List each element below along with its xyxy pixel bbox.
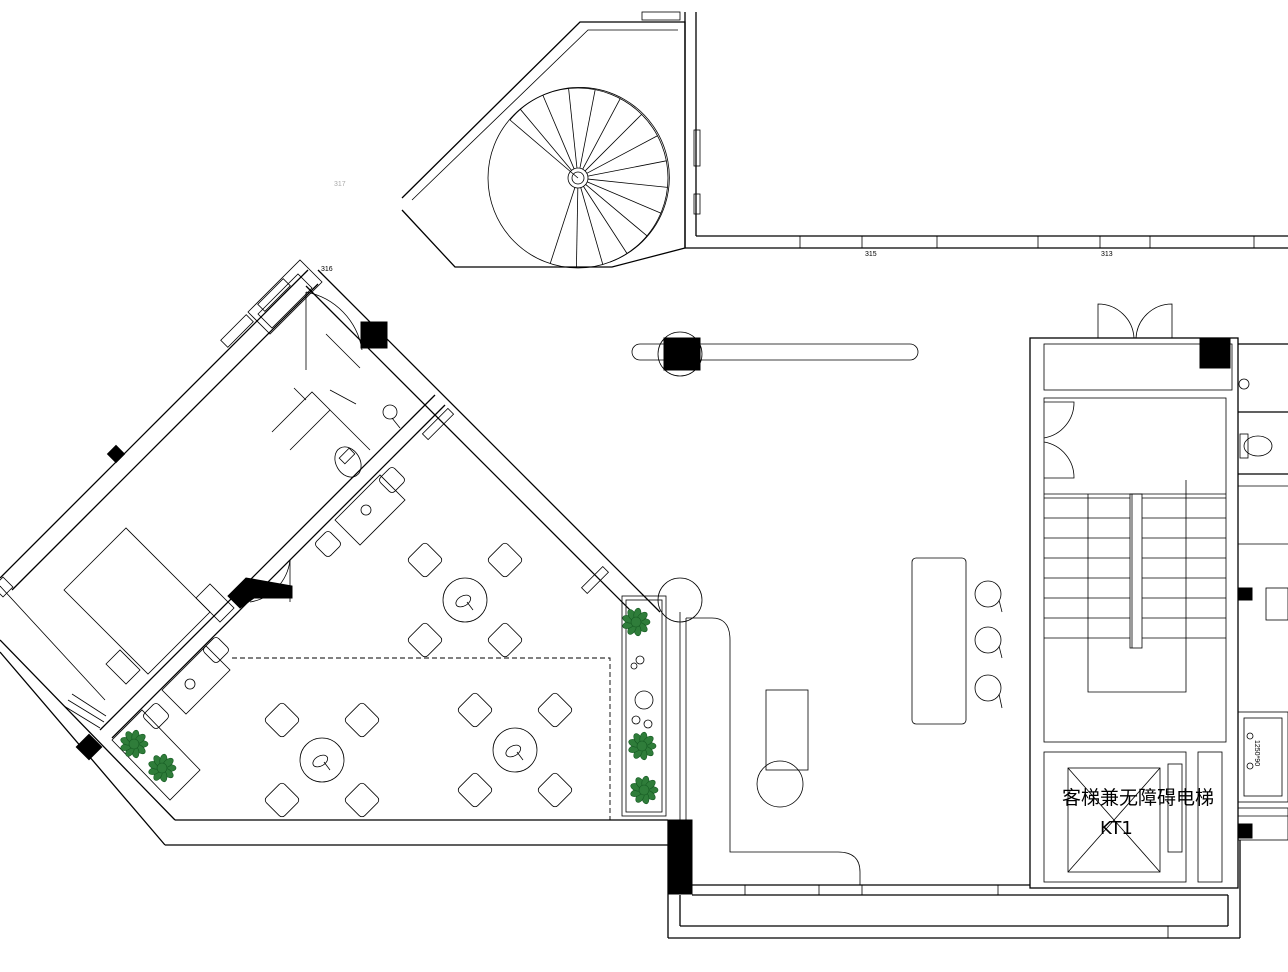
cafe-table-set bbox=[457, 692, 573, 808]
elevator-code: KT1 bbox=[1100, 818, 1133, 839]
room-number-317: 317 bbox=[334, 181, 346, 188]
right-edge-fixtures: 1250*90 bbox=[1237, 343, 1288, 841]
elevator-name: 客梯兼无障碍电梯 bbox=[1062, 787, 1214, 809]
plant bbox=[630, 775, 659, 805]
spiral-staircase bbox=[401, 21, 686, 269]
dining-zone-outline bbox=[232, 657, 611, 820]
fixture-size-label: 1250*90 bbox=[1253, 740, 1260, 766]
central-hall bbox=[631, 331, 1241, 939]
diagonal-wing bbox=[0, 269, 668, 846]
north-wall bbox=[641, 11, 1288, 249]
plant bbox=[622, 607, 651, 637]
desk-lower bbox=[143, 637, 231, 729]
desk-upper bbox=[315, 467, 406, 557]
planter-strip bbox=[111, 595, 667, 817]
bathroom bbox=[247, 259, 401, 478]
room-number-313: 313 bbox=[1101, 251, 1113, 258]
columns bbox=[75, 321, 1253, 895]
elevator: 客梯兼无障碍电梯 KT1 bbox=[1062, 763, 1214, 873]
plant bbox=[148, 753, 177, 783]
room-number-316: 316 bbox=[321, 266, 333, 273]
room-number-315: 315 bbox=[865, 251, 877, 258]
cafe-table-set bbox=[407, 542, 523, 658]
stair-core bbox=[1029, 303, 1239, 889]
plant bbox=[120, 729, 149, 759]
plants bbox=[120, 607, 659, 805]
cafe-tables bbox=[264, 542, 573, 818]
bed bbox=[63, 527, 235, 685]
cafe-table-set bbox=[264, 702, 380, 818]
plant bbox=[628, 731, 657, 761]
